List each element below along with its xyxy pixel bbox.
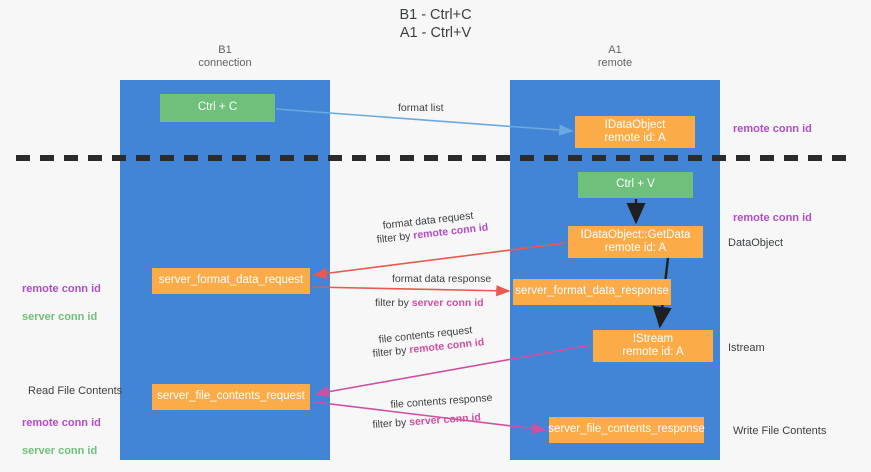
node-server-format-data-request[interactable]: server_format_data_request [152, 268, 310, 294]
page-title: B1 - Ctrl+C A1 - Ctrl+V [399, 7, 472, 41]
annotation-right-write-file-contents: Write File Contents [733, 425, 827, 437]
edge-format-data-response [311, 285, 511, 297]
node-idataobject-getdata[interactable]: IDataObject::GetData remote id: A [568, 226, 703, 258]
annotation-left-read-file-contents: Read File Contents [28, 385, 123, 397]
filter-key-server-conn-id: server conn id [408, 411, 482, 429]
phase-divider [16, 155, 856, 161]
filter-prefix: filter by [372, 344, 410, 360]
filter-prefix: filter by [375, 297, 412, 309]
node-ctrl-c[interactable]: Ctrl + C [160, 94, 275, 122]
edge-label-format-list: format list [398, 102, 444, 114]
node-server-file-contents-response[interactable]: server_file_contents_response [548, 417, 705, 443]
annotation-right-remote-conn-id-mid: remote conn id [733, 212, 812, 224]
annotation-left-remote-conn-id-2: remote conn id [22, 417, 101, 429]
lane-header-a1: A1 remote [597, 44, 633, 69]
node-idataobject[interactable]: IDataObject remote id: A [575, 116, 695, 148]
node-server-file-contents-request[interactable]: server_file_contents_request [152, 384, 310, 410]
edge-label-format-data-response: format data response [392, 273, 492, 285]
annotation-left-conn-ids-top: remote conn id server conn id [22, 268, 101, 338]
filter-prefix: filter by [372, 416, 410, 431]
filter-key-server-conn-id: server conn id [411, 297, 484, 309]
annotation-right-istream: Istream [728, 342, 765, 354]
lane-header-b1: B1 connection [198, 44, 252, 69]
edge-label-format-data-response-filter: filter by server conn id [375, 296, 484, 310]
annotation-right-remote-conn-id-top: remote conn id [733, 123, 812, 135]
annotation-left-remote-conn-id-1: remote conn id [22, 283, 101, 295]
annotation-left-conn-ids-bottom: remote conn id server conn id [22, 402, 101, 472]
node-server-format-data-response[interactable]: server_format_data_response [513, 279, 671, 305]
annotation-left-server-conn-id-1: server conn id [22, 311, 98, 323]
annotation-left-server-conn-id-2: server conn id [22, 445, 98, 457]
node-ctrl-v[interactable]: Ctrl + V [578, 172, 693, 198]
annotation-right-dataobject: DataObject [728, 237, 784, 249]
filter-prefix: filter by [376, 229, 415, 246]
node-istream[interactable]: IStream remote id: A [593, 330, 713, 362]
edge-label-file-contents-response-filter: filter by server conn id [372, 410, 481, 432]
edge-label-file-contents-response: file contents response [390, 391, 493, 411]
